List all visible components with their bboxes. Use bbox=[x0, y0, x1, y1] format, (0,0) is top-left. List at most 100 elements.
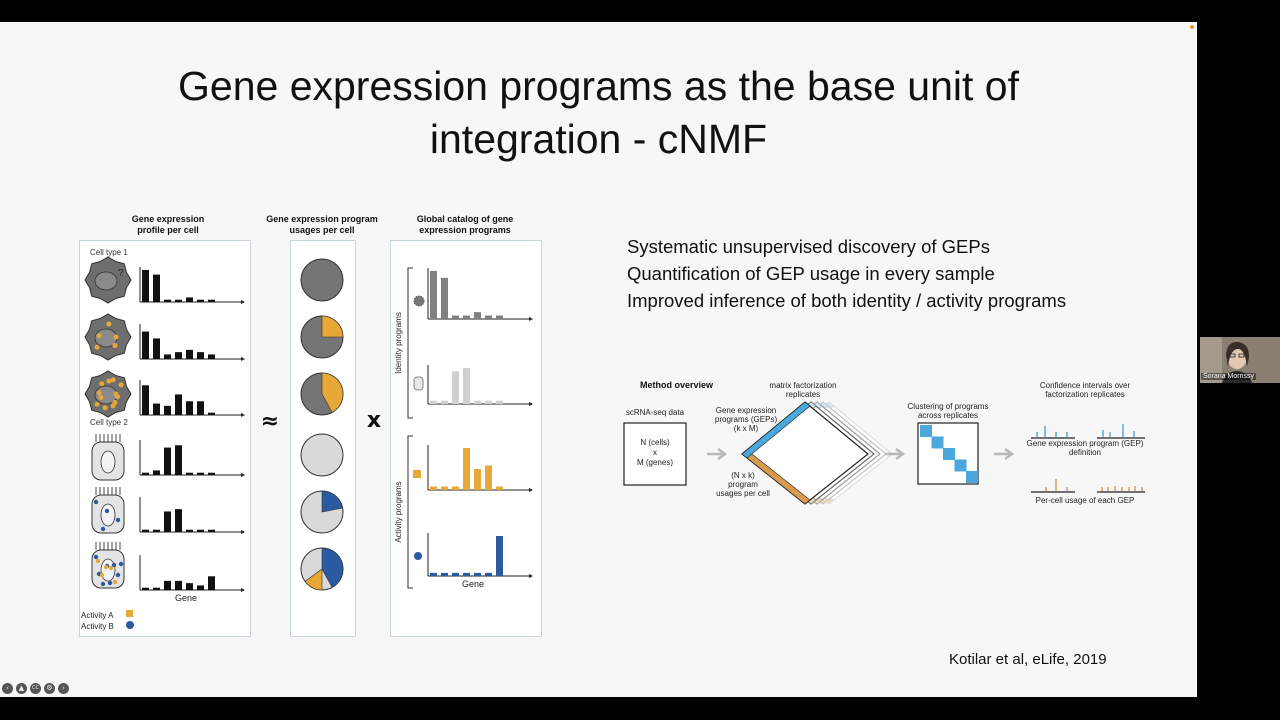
gene-axis-label-2: Gene bbox=[462, 579, 484, 589]
identity-program-chart-2-bar bbox=[485, 400, 492, 404]
identity-program-chart-1-bar bbox=[430, 271, 437, 319]
profile-chart-bar bbox=[142, 331, 149, 359]
activity-b-particle bbox=[93, 499, 99, 505]
profile-chart-bar bbox=[164, 580, 171, 590]
ci-label-2: factorization replicates bbox=[1045, 390, 1125, 399]
profile-chart-bar bbox=[153, 403, 160, 415]
profile-chart-bar bbox=[197, 352, 204, 359]
activity-b-particle bbox=[107, 580, 113, 586]
profile-chart-bar bbox=[164, 511, 171, 532]
activity-b-icon bbox=[414, 552, 422, 560]
activity-a-particle bbox=[99, 572, 105, 578]
play-forward-icon[interactable]: › bbox=[58, 683, 69, 694]
usage-pie-charts bbox=[300, 258, 344, 591]
activity-bracket bbox=[407, 435, 413, 589]
factor-label-1: matrix factorization bbox=[769, 381, 836, 390]
identity-program-chart-1-bar bbox=[485, 315, 492, 319]
identity-cell-icon-2 bbox=[413, 376, 424, 391]
identity-program-chart-2-bar bbox=[496, 400, 503, 404]
activity-a-particle bbox=[112, 579, 118, 585]
activity-a-particle bbox=[95, 558, 101, 564]
identity-program-chart-1-arrow bbox=[529, 317, 533, 321]
activity-b-particle bbox=[100, 581, 106, 587]
usage-pie bbox=[300, 433, 344, 477]
profile-chart-bar bbox=[197, 585, 204, 590]
activity-b-particle bbox=[115, 572, 121, 578]
activity-program-chart-a-bar bbox=[474, 469, 481, 490]
profile-chart-bar bbox=[153, 529, 160, 532]
identity-program-chart-1-bar bbox=[474, 312, 481, 319]
activity-program-chart-b-bar bbox=[430, 572, 437, 576]
profile-chart-bar bbox=[175, 299, 182, 302]
panel-catalog-box bbox=[390, 240, 542, 637]
profile-chart-arrow bbox=[241, 530, 245, 534]
profile-chart-arrow bbox=[241, 300, 245, 304]
profile-chart-bar bbox=[175, 509, 182, 532]
cluster-block bbox=[920, 425, 932, 437]
identity-bracket bbox=[407, 267, 413, 419]
factorization-replicates bbox=[741, 401, 893, 505]
bullet-item: Quantification of GEP usage in every sam… bbox=[627, 263, 995, 284]
times-symbol: x bbox=[367, 408, 381, 433]
cell-question-mark: ? bbox=[118, 268, 124, 279]
panel-heading-usages-text: Gene expression program usages per cell bbox=[266, 214, 378, 235]
gep-def-label-2: definition bbox=[1069, 448, 1101, 457]
cluster-label-1: Clustering of programs bbox=[908, 402, 989, 411]
activity-a-particle bbox=[99, 381, 105, 387]
activity-program-chart-b-bar bbox=[441, 572, 448, 576]
approx-symbol: ≈ bbox=[261, 409, 279, 434]
activity-a-particle bbox=[103, 564, 109, 570]
profile-chart-bar bbox=[208, 354, 215, 359]
participant-video[interactable] bbox=[1200, 337, 1280, 383]
activity-program-chart-a-bar bbox=[496, 486, 503, 490]
gep-label-1: Gene expression bbox=[716, 406, 776, 415]
activity-b-particle bbox=[115, 517, 121, 523]
activity-program-chart-a-bar bbox=[463, 448, 470, 490]
factor-label-2: replicates bbox=[786, 390, 820, 399]
usage-label-2: program bbox=[728, 480, 758, 489]
activity-a-particle bbox=[96, 333, 102, 339]
warning-icon[interactable]: ▲ bbox=[16, 683, 27, 694]
activity-a-particle bbox=[94, 344, 100, 350]
usage-slice-activity-b bbox=[321, 547, 344, 588]
identity-program-chart-2-bar bbox=[441, 400, 448, 404]
profile-chart-bar bbox=[153, 470, 160, 475]
matrix-line-2: x bbox=[653, 448, 657, 457]
activity-a-particle bbox=[110, 377, 116, 383]
identity-program-chart-2-bar bbox=[474, 400, 481, 404]
activity-program-chart-b-bar bbox=[496, 536, 503, 576]
identity-program-chart-2-bar bbox=[463, 368, 470, 404]
usage-slice-activity-b bbox=[321, 490, 343, 513]
play-back-icon[interactable]: ‹ bbox=[2, 683, 13, 694]
activity-b-particle bbox=[100, 526, 106, 532]
activity-program-chart-a-bar bbox=[441, 486, 448, 490]
profile-chart-bar bbox=[186, 583, 193, 590]
profile-chart-bar bbox=[175, 580, 182, 590]
profile-chart-bar bbox=[164, 405, 171, 415]
identity-program-chart-2-bar bbox=[452, 371, 459, 404]
bullet-item: Improved inference of both identity / ac… bbox=[627, 290, 1067, 311]
gep-def-label-1: Gene expression program (GEP) bbox=[1027, 439, 1144, 448]
activity-b-particle bbox=[93, 554, 99, 560]
cell-nucleus bbox=[100, 503, 116, 527]
settings-icon[interactable]: ⚙ bbox=[44, 683, 55, 694]
matrix-line-3: M (genes) bbox=[637, 458, 673, 467]
profile-chart-bar bbox=[142, 472, 149, 475]
cell-type-2-label: Cell type 2 bbox=[90, 418, 128, 427]
cluster-block bbox=[966, 471, 978, 483]
profile-chart-bar bbox=[153, 338, 160, 359]
panel-heading-usages: Gene expression program usages per cell bbox=[256, 214, 388, 236]
profile-chart-bar bbox=[175, 445, 182, 475]
profile-chart-bar bbox=[142, 270, 149, 302]
panel-heading-profile: Gene expression profile per cell bbox=[112, 214, 224, 236]
usage-pie bbox=[300, 258, 344, 302]
activity-a-particle bbox=[106, 378, 112, 384]
identity-program-chart-1-bar bbox=[441, 277, 448, 319]
cluster-block bbox=[931, 436, 944, 449]
cc-icon[interactable]: CC bbox=[30, 683, 41, 694]
profile-bar-charts bbox=[139, 267, 245, 592]
slide-title: Gene expression programs as the base uni… bbox=[0, 60, 1197, 166]
activity-a-particle bbox=[118, 382, 124, 388]
usage-slice-activity-a bbox=[321, 315, 344, 338]
identity-program-chart-1-bar bbox=[452, 315, 459, 319]
